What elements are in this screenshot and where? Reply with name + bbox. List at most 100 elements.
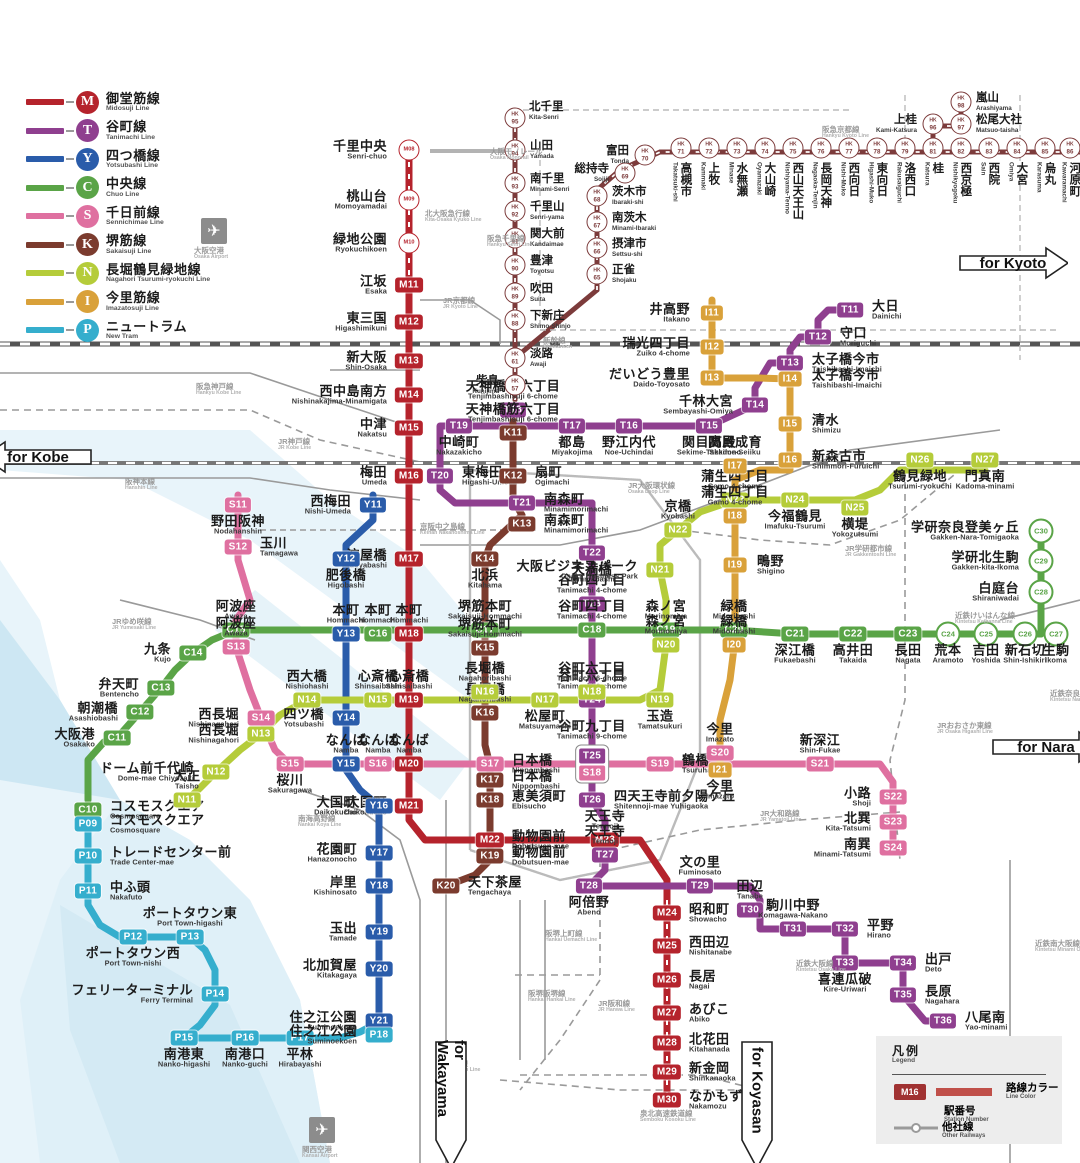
station-code-t16[interactable]: T16	[615, 418, 643, 434]
station-code-p10[interactable]: P10	[74, 848, 102, 864]
station-code-n20[interactable]: N20	[652, 637, 680, 653]
station-code-i11[interactable]: I11	[700, 305, 724, 321]
station-code-s18[interactable]: S18	[578, 765, 606, 780]
station-code-p09[interactable]: P09	[74, 816, 102, 832]
station-code-t11[interactable]: T11	[837, 302, 863, 318]
station-code-y21[interactable]: Y21	[365, 1013, 393, 1029]
station-code-y17[interactable]: Y17	[365, 845, 393, 861]
station-code-k12[interactable]: K12	[499, 468, 527, 484]
station-code-k16[interactable]: K16	[471, 705, 499, 721]
station-code-t25[interactable]: T25	[578, 748, 606, 763]
station-code-n11[interactable]: N11	[173, 792, 201, 808]
station-code-s22[interactable]: S22	[879, 789, 907, 805]
station-code-s23[interactable]: S23	[879, 814, 907, 830]
station-code-c27[interactable]: C27	[1043, 621, 1069, 647]
station-code-m12[interactable]: M12	[394, 314, 424, 330]
station-code-c25[interactable]: C25	[973, 621, 999, 647]
station-code-p12[interactable]: P12	[119, 929, 147, 945]
station-code-y16[interactable]: Y16	[365, 798, 393, 814]
station-code-t21[interactable]: T21	[508, 495, 536, 511]
station-code-p18[interactable]: P18	[365, 1027, 393, 1043]
station-code-t20[interactable]: T20	[426, 468, 454, 484]
station-code-n18[interactable]: N18	[578, 684, 606, 700]
station-code-m08[interactable]: M08	[398, 139, 420, 161]
station-code-t19[interactable]: T19	[445, 418, 473, 434]
station-code-i20[interactable]: I20	[722, 637, 746, 653]
station-code-t26[interactable]: T26	[578, 792, 606, 808]
station-code-m21[interactable]: M21	[394, 798, 424, 814]
station-code-c15[interactable]: C15	[222, 622, 250, 638]
station-code-n27[interactable]: N27	[971, 452, 999, 468]
station-code-i16[interactable]: I16	[778, 452, 802, 468]
station-code-s21[interactable]: S21	[806, 756, 834, 772]
station-code-t31[interactable]: T31	[779, 921, 807, 937]
station-code-i21[interactable]: I21	[708, 762, 732, 778]
station-code-m19[interactable]: M19	[394, 692, 424, 708]
station-code-t18[interactable]: T18	[499, 402, 527, 418]
station-code-t35[interactable]: T35	[889, 987, 917, 1003]
station-code-c17[interactable]: C17	[471, 622, 499, 638]
station-code-c12[interactable]: C12	[126, 704, 154, 720]
station-code-i18[interactable]: I18	[723, 508, 747, 524]
station-code-p16[interactable]: P16	[231, 1030, 259, 1046]
station-code-t15[interactable]: T15	[695, 418, 723, 434]
station-code-m23[interactable]: M23	[590, 832, 620, 848]
station-code-y13[interactable]: Y13	[332, 626, 360, 642]
station-code-c16[interactable]: C16	[364, 626, 392, 642]
station-code-n14[interactable]: N14	[293, 692, 321, 708]
station-code-t17[interactable]: T17	[558, 418, 586, 434]
station-code-c19[interactable]: C19	[652, 622, 680, 638]
station-code-m25[interactable]: M25	[652, 938, 682, 954]
station-code-k13[interactable]: K13	[508, 516, 536, 532]
station-code-y15[interactable]: Y15	[332, 756, 360, 772]
station-code-c14[interactable]: C14	[179, 645, 207, 661]
station-code-m15[interactable]: M15	[394, 420, 424, 436]
station-code-t28[interactable]: T28	[575, 878, 603, 894]
station-code-n23[interactable]: N23	[721, 492, 749, 508]
station-code-c28[interactable]: C28	[1028, 579, 1054, 605]
station-code-c26[interactable]: C26	[1012, 621, 1038, 647]
station-code-y19[interactable]: Y19	[365, 924, 393, 940]
station-code-c22[interactable]: C22	[839, 626, 867, 642]
station-code-y18[interactable]: Y18	[365, 878, 393, 894]
station-code-m26[interactable]: M26	[652, 972, 682, 988]
station-code-t22[interactable]: T22	[578, 545, 606, 561]
station-code-m24[interactable]: M24	[652, 905, 682, 921]
station-code-c24[interactable]: C24	[935, 621, 961, 647]
station-code-n24[interactable]: N24	[781, 492, 809, 508]
station-code-n26[interactable]: N26	[906, 452, 934, 468]
station-code-m29[interactable]: M29	[652, 1064, 682, 1080]
station-code-t12[interactable]: T12	[804, 329, 832, 345]
station-code-t30[interactable]: T30	[736, 902, 764, 918]
station-code-p13[interactable]: P13	[176, 929, 204, 945]
station-code-s11[interactable]: S11	[224, 497, 252, 513]
station-code-t29[interactable]: T29	[686, 878, 714, 894]
station-code-i14[interactable]: I14	[778, 371, 802, 387]
station-code-k14[interactable]: K14	[471, 551, 499, 567]
station-code-t33[interactable]: T33	[831, 955, 859, 971]
station-code-m27[interactable]: M27	[652, 1005, 682, 1021]
station-code-m20[interactable]: M20	[394, 756, 424, 772]
station-code-m13[interactable]: M13	[394, 353, 424, 369]
station-code-c13[interactable]: C13	[147, 680, 175, 696]
station-code-n15[interactable]: N15	[364, 692, 392, 708]
